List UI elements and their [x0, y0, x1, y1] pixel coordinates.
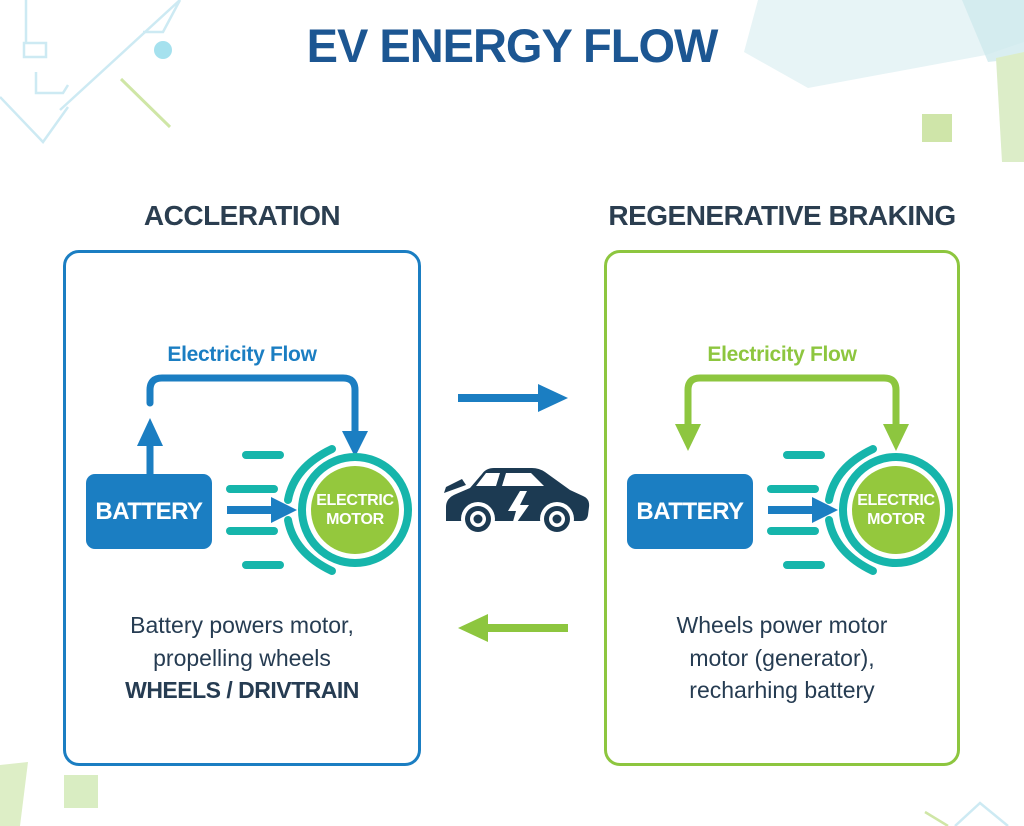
battery-box: BATTERY [86, 474, 212, 549]
battery-label: BATTERY [95, 497, 203, 525]
battery-to-motor-arrow-icon [227, 497, 297, 523]
heading-acceleration: ACCLERATION [143, 200, 341, 231]
arrow-right-icon [458, 384, 568, 412]
electric-car-icon [444, 468, 590, 536]
electric-motor-badge: ELECTRIC MOTOR [837, 466, 955, 554]
arrow-left-icon [458, 614, 568, 642]
description-line: motor (generator), [689, 644, 875, 671]
electric-motor-badge: ELECTRIC MOTOR [296, 466, 414, 554]
regenerative-braking-description: Wheels power motor motor (generator), re… [607, 609, 957, 707]
motor-label-line2: MOTOR [867, 511, 925, 528]
acceleration-panel: Electricity Flow BATTERY [63, 250, 421, 766]
battery-label: BATTERY [636, 497, 744, 525]
description-line: Wheels power motor [676, 612, 888, 638]
regenerative-braking-panel: Electricity Flow BATTERY [604, 250, 960, 766]
electricity-flow-arrow-icon [137, 374, 368, 479]
page-title: EV ENERGY FLOW [306, 19, 719, 72]
acceleration-description: Battery powers motor, propelling wheels … [66, 609, 418, 707]
description-line: propelling wheels [153, 644, 331, 671]
electricity-flow-label: Electricity Flow [167, 343, 317, 366]
electric-motor-icon [767, 445, 953, 575]
description-line: WHEELS / DRIVTRAIN [125, 677, 359, 704]
description-line: Battery powers motor, [130, 612, 354, 638]
electricity-flow-arrow-icon [675, 374, 909, 451]
electric-motor-icon [226, 445, 412, 575]
motor-label-line1: ELECTRIC [316, 491, 394, 509]
battery-to-motor-arrow-icon [768, 497, 838, 523]
battery-box: BATTERY [627, 474, 753, 549]
electricity-flow-label: Electricity Flow [707, 343, 857, 366]
description-line: recharhing battery [689, 677, 875, 704]
motor-label-line2: MOTOR [326, 511, 384, 528]
heading-regenerative-braking: REGENERATIVE BRAKING [608, 200, 956, 231]
motor-label-line1: ELECTRIC [857, 491, 935, 509]
